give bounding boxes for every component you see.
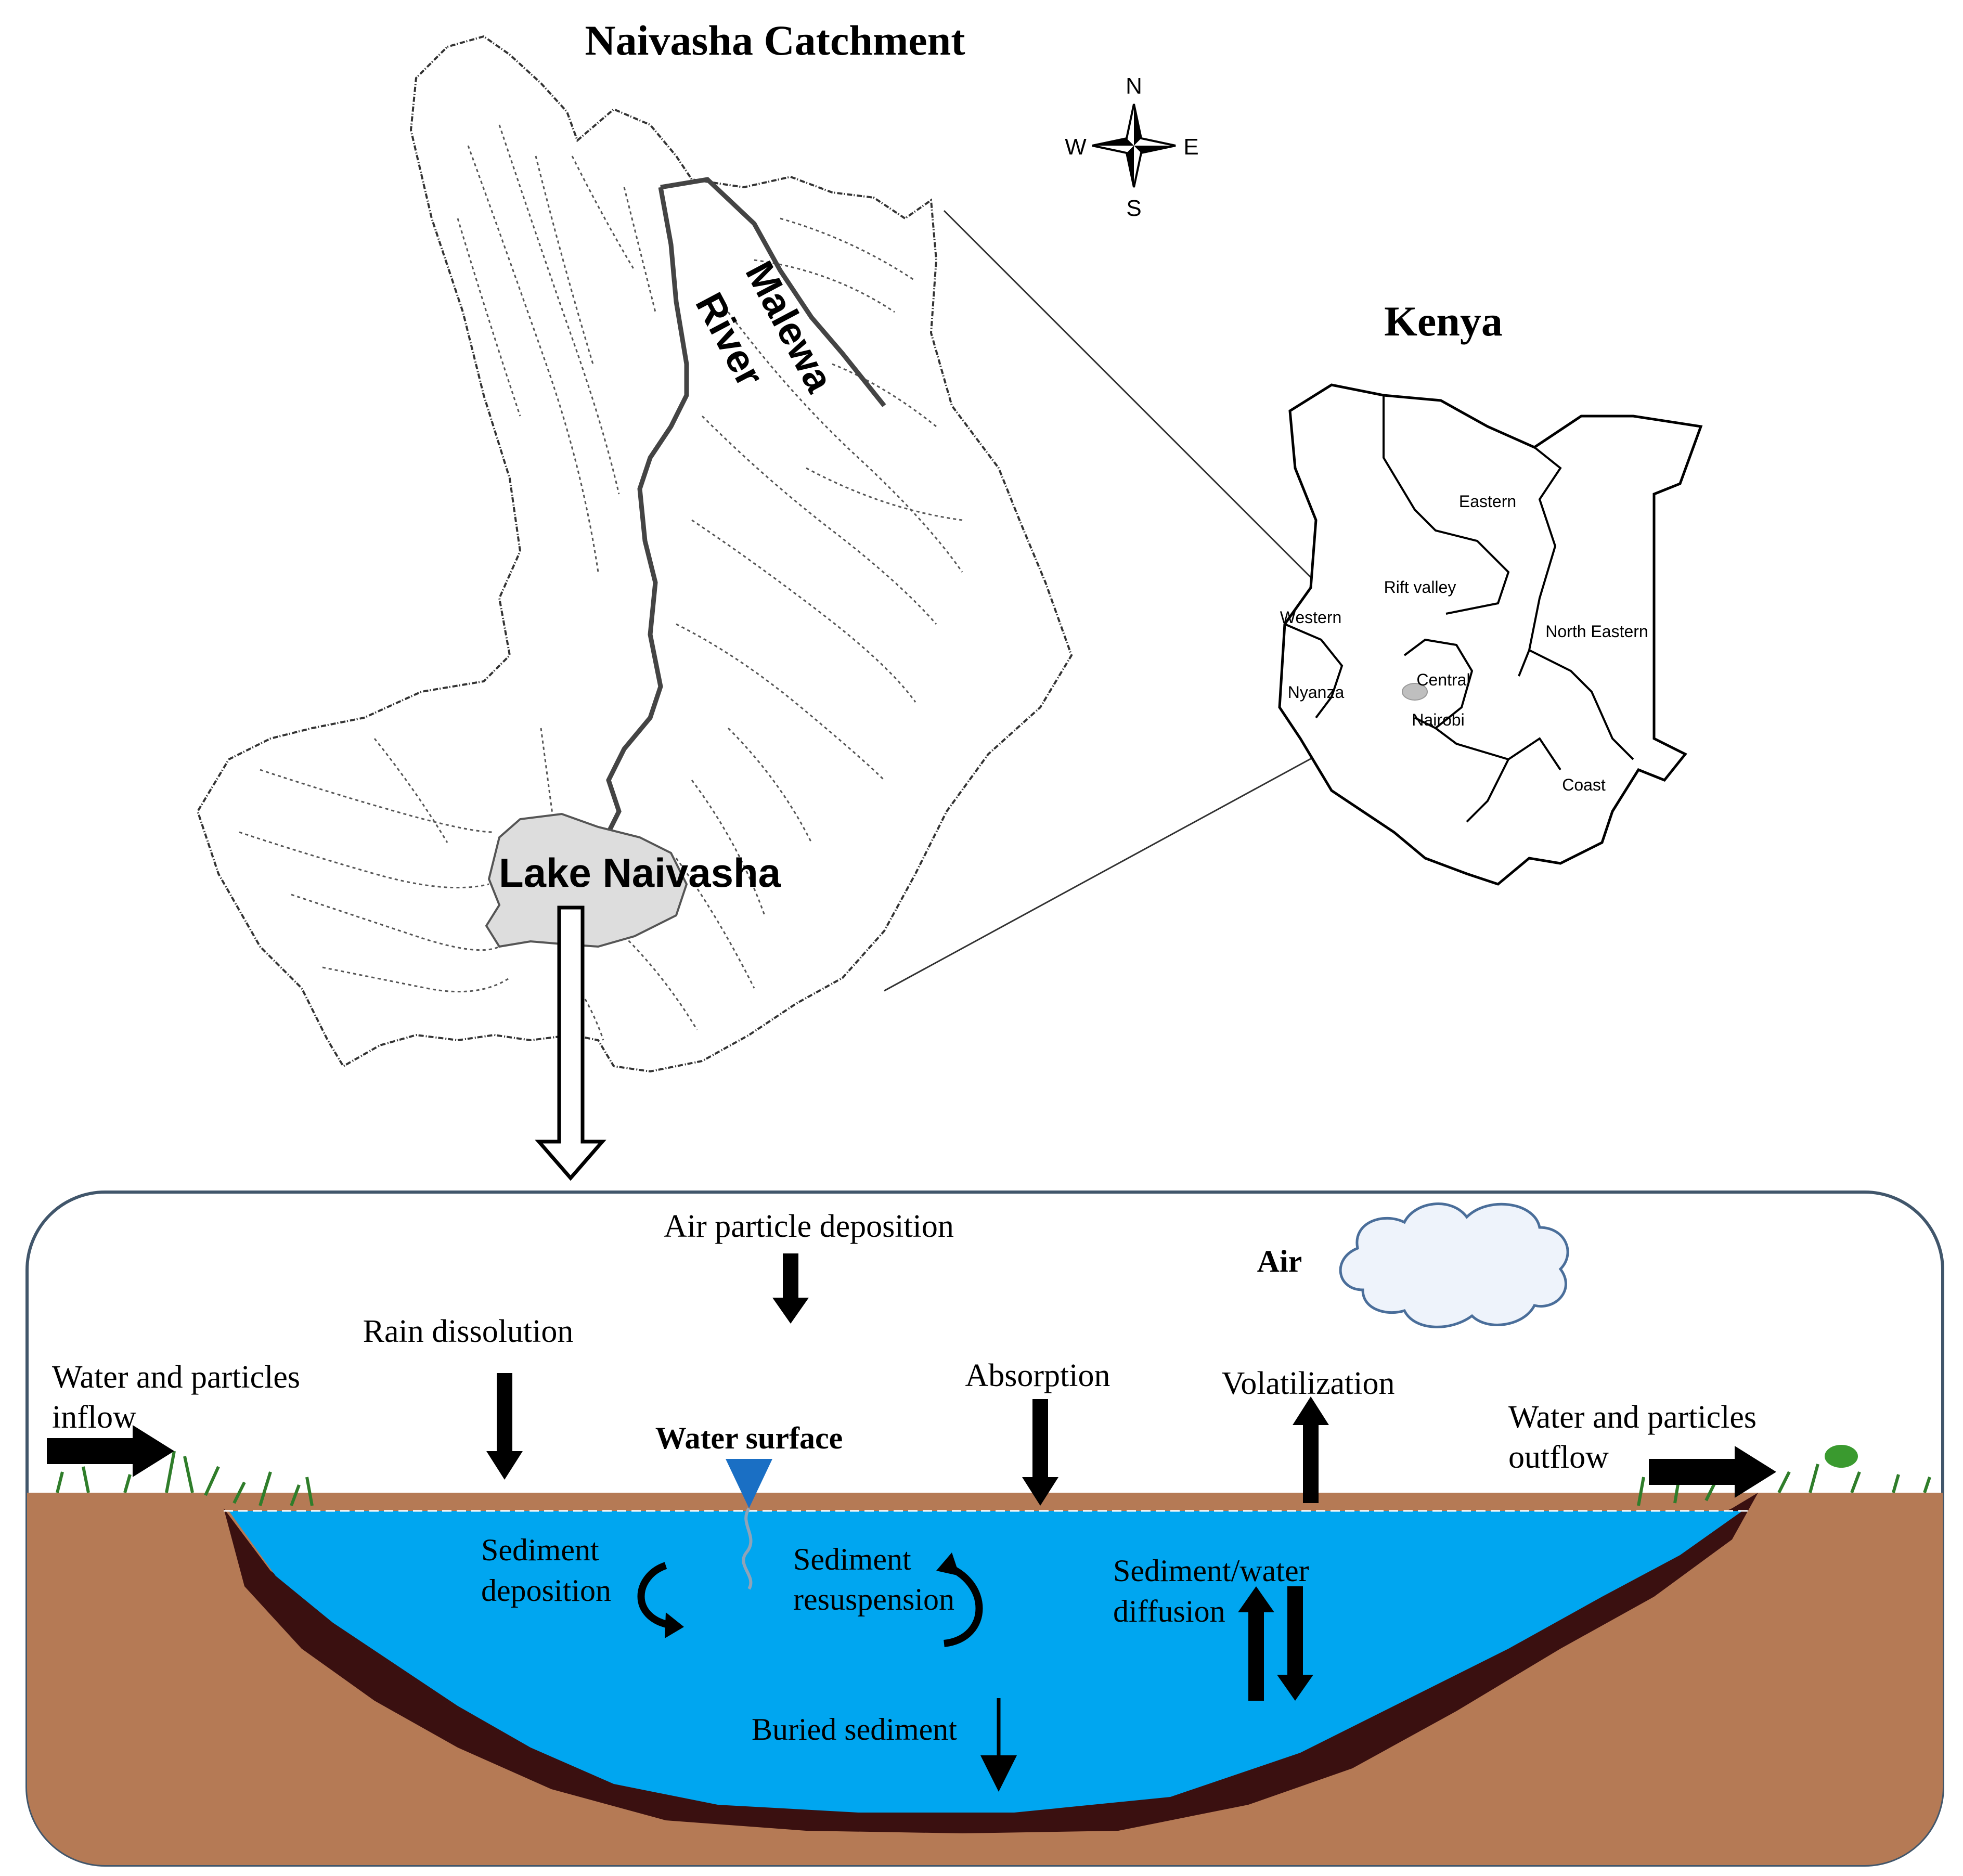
malewa-river (606, 187, 689, 834)
water-surface-label: Water surface (655, 1421, 843, 1455)
catchment-title: Naivasha Catchment (585, 17, 965, 64)
diffusion-label-2: diffusion (1113, 1594, 1225, 1628)
region-north-eastern: North Eastern (1545, 622, 1648, 641)
air-label: Air (1257, 1244, 1302, 1278)
outflow-label-1: Water and particles (1508, 1400, 1757, 1435)
lake-water (229, 1511, 1742, 1813)
diffusion-up-arrow (1238, 1586, 1274, 1701)
volatilization-arrow (1293, 1396, 1329, 1503)
compass-e: E (1183, 134, 1198, 160)
sediment-resuspension-label-1: Sediment (793, 1542, 911, 1576)
catchment-location-marker (1402, 683, 1428, 701)
cloud-icon (1339, 1202, 1569, 1328)
resuspension-curve-head (936, 1552, 960, 1576)
compass-n: N (1126, 73, 1142, 99)
absorption-label: Absorption (965, 1358, 1110, 1393)
lake-label: Lake Naivasha (499, 850, 781, 896)
diffusion-label-1: Sediment/water (1113, 1554, 1309, 1588)
diffusion-down-arrow (1277, 1586, 1313, 1701)
compass-s: S (1126, 196, 1141, 221)
kenya-map: Kenya Eastern Rift valley Western North … (1278, 297, 1703, 886)
grass-left (56, 1451, 314, 1507)
compass-rose: N S E W (1065, 73, 1198, 221)
buried-sediment-label: Buried sediment (752, 1712, 957, 1746)
surface-wave (742, 1507, 753, 1590)
outflow-arrow (1649, 1446, 1776, 1498)
kenya-title: Kenya (1384, 297, 1503, 345)
resuspension-curve-arrow (942, 1562, 983, 1647)
inflow-arrow (47, 1425, 174, 1477)
region-nyanza: Nyanza (1288, 683, 1345, 702)
air-particle-deposition-label: Air particle deposition (664, 1209, 954, 1244)
sediment-resuspension-label-2: resuspension (793, 1582, 954, 1616)
zoom-down-arrow (535, 905, 606, 1181)
rain-dissolution-arrow (486, 1373, 523, 1480)
compass-w: W (1065, 134, 1087, 160)
sediment-deposition-label-1: Sediment (481, 1533, 599, 1567)
absorption-arrow (1022, 1399, 1058, 1506)
deposition-curve-head (665, 1612, 684, 1638)
process-panel: Air Air particle deposition Rain dissolu… (25, 1191, 1944, 1867)
catchment-map: Naivasha Catchment (196, 17, 1416, 1181)
region-eastern: Eastern (1459, 492, 1516, 511)
region-western: Western (1280, 608, 1342, 627)
region-nairobi: Nairobi (1412, 710, 1464, 729)
inflow-label-1: Water and particles (52, 1360, 300, 1395)
inflow-label-2: inflow (52, 1400, 136, 1435)
water-surface-marker-icon (726, 1459, 772, 1508)
volatilization-label: Volatilization (1222, 1366, 1395, 1401)
leaf-right (1825, 1445, 1858, 1468)
outflow-label-2: outflow (1508, 1440, 1609, 1475)
region-rift-valley: Rift valley (1384, 578, 1456, 597)
kenya-outline (1278, 383, 1703, 886)
rain-dissolution-label: Rain dissolution (363, 1314, 574, 1349)
dark-sediment-layer (224, 1493, 1758, 1833)
lake-naivasha (485, 812, 688, 948)
region-central: Central (1416, 670, 1470, 689)
malewa-branch (660, 177, 886, 407)
region-coast: Coast (1562, 775, 1606, 794)
kenya-region-borders (1284, 395, 1634, 823)
catchment-outline (196, 35, 1073, 1073)
air-deposition-arrow (772, 1253, 809, 1324)
sediment-deposition-label-2: deposition (481, 1573, 611, 1608)
deposition-curve-arrow (637, 1562, 672, 1629)
